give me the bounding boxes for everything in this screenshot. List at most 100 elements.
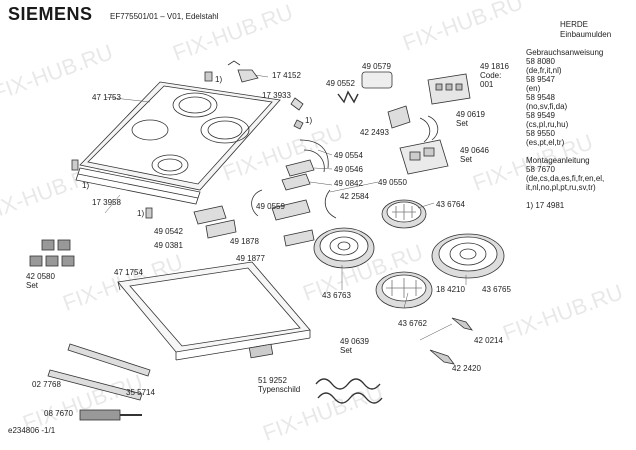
category-line-2: Einbaumulden [560,30,612,39]
doc-line: 58 8080 [526,57,555,66]
part-label: 51 9252 [258,376,287,385]
part-label: 49 0542 [154,227,183,236]
doc-line: (de,cs,da,es,fi,fr,en,el, [526,174,605,183]
cover-box [361,71,393,89]
part-label: 42 2420 [452,364,481,373]
doc-line: (no,sv,fi,da) [526,102,568,111]
model-title: EF775501/01 – V01, Edelstahl [110,12,219,21]
knob-set [29,239,75,267]
clip [145,207,153,219]
part-label: 49 0552 [326,79,355,88]
part-label: 49 0550 [378,178,407,187]
control-block [193,205,227,225]
doc-line: (es,pt,el,tr) [526,138,565,147]
part-label: 08 7670 [44,409,73,418]
scraper [429,349,455,365]
part-label: Typenschild [258,385,301,394]
button-strip [271,199,311,221]
part-label: Set [340,346,353,355]
part-label: 1) [137,209,145,218]
regulator-set [399,139,449,175]
part-label: 1) [305,116,313,125]
part-label: Set [460,155,473,164]
doc-line: 58 9550 [526,129,555,138]
part-label: 49 0546 [334,165,363,174]
documentation-list: Gebrauchsanweisung 58 8080 (de,fr,it,nl)… [526,48,622,210]
clip [204,71,213,82]
bracket [237,69,259,83]
doc-line: (de,fr,it,nl) [526,66,562,75]
part-label: 42 2584 [340,192,369,201]
part-label: 49 0579 [362,62,391,71]
part-label: 35 5714 [126,388,155,397]
cable [251,189,263,217]
part-label: 1) [215,75,223,84]
terminal [337,90,359,104]
doc-line: 58 9547 [526,75,555,84]
clip [290,97,304,111]
cable [324,189,337,219]
part-label: 49 0646 [460,146,489,155]
heating-element-436764 [381,199,427,229]
part-label: 43 6764 [436,200,465,209]
part-label: 49 1878 [230,237,259,246]
control-block [205,219,237,239]
category-line-1: HERDE [560,20,589,29]
bracket [227,60,241,66]
mounting-rail [47,369,143,401]
part-label: Set [26,281,39,290]
scraper [451,317,473,331]
part-label: 43 6762 [398,319,427,328]
mounting-rail [67,343,151,377]
part-label: 02 7768 [32,380,61,389]
part-label: 49 1877 [236,254,265,263]
bracket [387,105,411,129]
part-label: 17 4152 [272,71,301,80]
part-label: 1) [82,181,90,190]
part-label: 47 1753 [92,93,121,102]
part-label: 49 0559 [256,202,285,211]
brand-logo: SIEMENS [8,4,93,24]
cable-set [419,115,439,143]
part-label: 17 3933 [262,91,291,100]
part-label: 49 0619 [456,110,485,119]
type-plate [248,343,274,359]
switch-block [281,173,311,191]
doc-line: 1) 17 4981 [526,201,565,210]
part-label: Set [456,119,469,128]
part-label: 49 0381 [154,241,183,250]
doc-line: 58 9548 [526,93,555,102]
switch-block [285,159,315,177]
part-label: Code: [480,71,502,80]
part-label: 43 6765 [482,285,511,294]
clip [293,119,304,130]
mounting-tool [79,409,142,421]
doc-line: it,nl,no,pl,pt,ru,sv,tr) [526,183,596,192]
part-label: 49 0554 [334,151,363,160]
glass-cooktop [79,81,281,191]
heating-element-436763 [313,227,375,269]
doc-line: Montageanleitung [526,156,590,165]
part-label: 001 [480,80,494,89]
doc-line: 58 7670 [526,165,555,174]
heating-element-436765 [431,233,505,279]
cable [299,139,329,169]
control-board [427,73,471,105]
part-label: 42 0580 [26,272,55,281]
clip [71,159,79,171]
part-label: 47 1754 [114,268,143,277]
part-label: 42 2493 [360,128,389,137]
button-strip [283,229,315,247]
part-label: 43 6763 [322,291,351,300]
heating-wire-set [315,378,383,404]
part-label: 49 0639 [340,337,369,346]
heating-element-436762 [375,271,433,309]
part-label: 18 4210 [436,285,465,294]
cable [303,149,325,173]
doc-line: (cs,pl,ru,hu) [526,120,569,129]
part-label: 49 1816 [480,62,509,71]
part-label: 49 0842 [334,179,363,188]
part-label: 42 0214 [474,336,503,345]
part-label: 17 3958 [92,198,121,207]
